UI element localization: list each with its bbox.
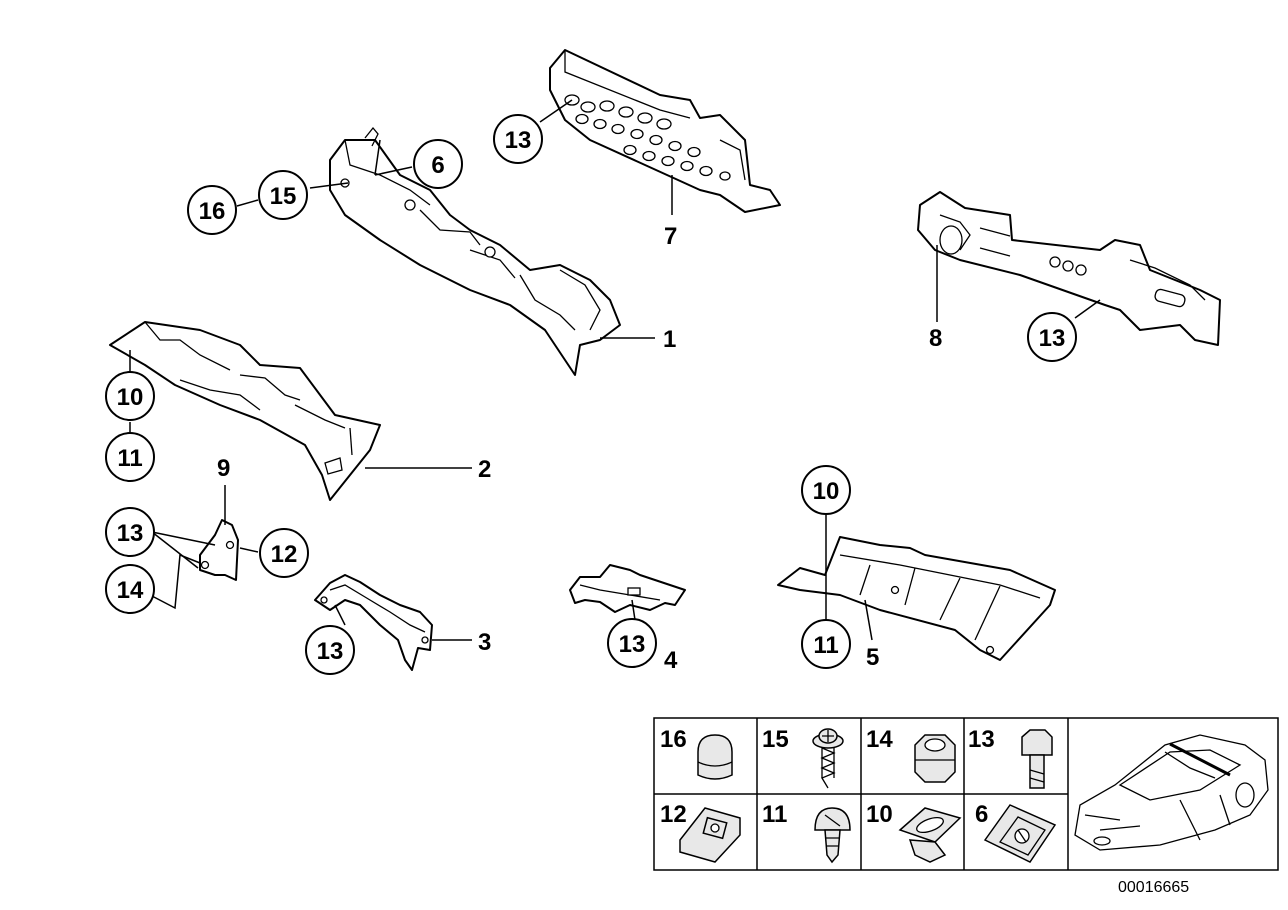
part-1-tunnel-trim[interactable]: [329, 126, 621, 376]
label-4: 4: [664, 647, 678, 674]
svg-text:6: 6: [975, 801, 988, 828]
callout-10-trim[interactable]: 10: [105, 371, 155, 421]
callout-10-flat-trim[interactable]: 10: [801, 465, 851, 515]
svg-text:15: 15: [270, 183, 297, 210]
svg-text:10: 10: [813, 478, 840, 505]
callout-15[interactable]: 15: [258, 170, 308, 220]
part-2-center-trim[interactable]: [109, 321, 381, 501]
label-8: 8: [929, 325, 942, 352]
grommet-icon: [898, 807, 962, 863]
callout-13-panel[interactable]: 13: [493, 114, 543, 164]
svg-text:10: 10: [117, 384, 144, 411]
svg-text:13: 13: [505, 127, 532, 154]
diagram-code: 00016665: [1118, 879, 1189, 896]
svg-text:10: 10: [866, 801, 893, 828]
part-8-bracket[interactable]: [917, 191, 1221, 346]
svg-text:13: 13: [317, 638, 344, 665]
svg-text:13: 13: [619, 631, 646, 658]
callout-12[interactable]: 12: [259, 528, 309, 578]
label-7: 7: [664, 223, 677, 250]
svg-text:13: 13: [968, 726, 995, 753]
screw-with-washer-icon: [812, 728, 844, 789]
label-1: 1: [663, 326, 676, 353]
svg-text:6: 6: [431, 152, 444, 179]
label-5: 5: [866, 644, 879, 671]
legend-cell-16[interactable]: 16: [660, 726, 733, 780]
svg-text:15: 15: [762, 726, 789, 753]
label-2: 2: [478, 456, 491, 483]
hex-bolt-icon: [1021, 729, 1053, 789]
legend-cell-11[interactable]: 11: [762, 801, 851, 864]
callout-13-bracket[interactable]: 13: [1027, 312, 1077, 362]
svg-text:14: 14: [117, 577, 144, 604]
legend-cell-6[interactable]: 6: [975, 801, 1057, 863]
svg-text:12: 12: [271, 541, 298, 568]
label-3: 3: [478, 629, 491, 656]
part-5-flat-trim[interactable]: [777, 536, 1056, 661]
legend-cell-14[interactable]: 14: [866, 726, 956, 783]
callout-13-part3[interactable]: 13: [305, 625, 355, 675]
callout-11-trim[interactable]: 11: [105, 432, 155, 482]
part-7-perforated-panel[interactable]: [549, 49, 781, 213]
part-4-clip-bracket[interactable]: [569, 564, 686, 613]
svg-text:12: 12: [660, 801, 687, 828]
svg-text:14: 14: [866, 726, 893, 753]
legend-cell-15[interactable]: 15: [762, 726, 844, 789]
legend-cell-13[interactable]: 13: [968, 726, 1053, 789]
svg-text:13: 13: [117, 520, 144, 547]
callout-14[interactable]: 14: [105, 564, 155, 614]
svg-text:11: 11: [813, 632, 838, 659]
fastener-legend: 16 15 14 13: [653, 717, 1279, 871]
cap-nut-icon: [697, 734, 733, 780]
svg-text:16: 16: [660, 726, 687, 753]
hex-nut-icon: [914, 734, 956, 783]
label-9: 9: [217, 455, 230, 482]
leader-lines: [129, 99, 1101, 641]
callout-16[interactable]: 16: [187, 185, 237, 235]
callout-13-small-bracket[interactable]: 13: [105, 507, 155, 557]
svg-text:16: 16: [199, 198, 226, 225]
svg-text:13: 13: [1039, 325, 1066, 352]
callout-13-part4[interactable]: 13: [607, 618, 657, 668]
expanding-rivet-icon: [814, 807, 851, 864]
callouts: 6 13 15 16 13 10 11 13: [105, 114, 1077, 675]
part-3-bracket[interactable]: [314, 574, 433, 671]
legend-cell-12[interactable]: 12: [660, 801, 741, 863]
part-9-small-bracket[interactable]: [199, 519, 239, 581]
svg-text:11: 11: [762, 801, 787, 828]
callout-6[interactable]: 6: [413, 139, 463, 189]
car-overview-icon: [1074, 734, 1269, 851]
spring-nut-icon: [983, 804, 1057, 863]
callout-11-flat-trim[interactable]: 11: [801, 619, 851, 669]
clip-nut-icon: [679, 807, 741, 863]
svg-text:11: 11: [117, 445, 142, 472]
part-labels: 1 2 3 4 5 7 8 9: [217, 223, 942, 674]
legend-cell-10[interactable]: 10: [866, 801, 962, 863]
